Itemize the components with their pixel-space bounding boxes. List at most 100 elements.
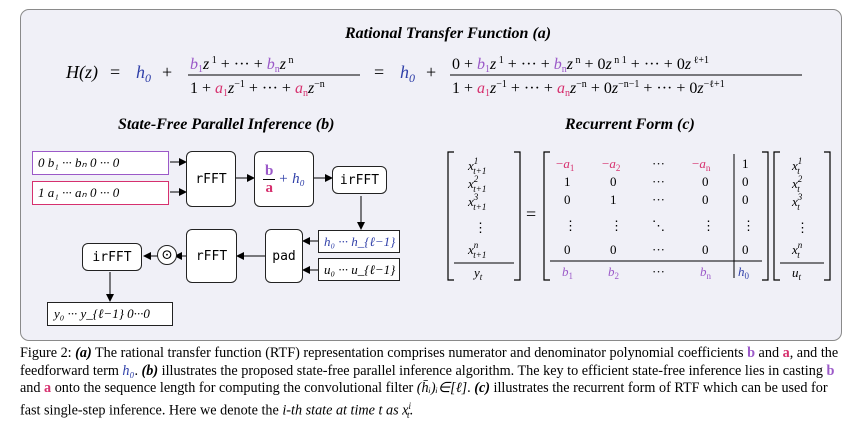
svg-text:0: 0 bbox=[702, 192, 709, 207]
svg-text:⋮: ⋮ bbox=[564, 218, 577, 233]
numerator-2: 0 + b1z 1 + ··· + bnz n + 0z n 1 + ··· +… bbox=[452, 55, 709, 75]
rfft-top-box: rFFT bbox=[186, 151, 236, 207]
svg-text:ut: ut bbox=[792, 265, 802, 282]
caption-end: . bbox=[409, 402, 414, 419]
rfft-bottom-box: rFFT bbox=[186, 229, 237, 283]
svg-text:1: 1 bbox=[742, 156, 749, 171]
svg-text:⋮: ⋮ bbox=[610, 218, 623, 233]
svg-text:x1t+1: x1t+1 bbox=[467, 156, 486, 176]
caption-part-c: illustrates the recurrent form of RTF wh… bbox=[20, 380, 828, 419]
svg-text:−a1: −a1 bbox=[556, 156, 574, 173]
svg-text:···: ··· bbox=[652, 242, 665, 257]
input-b-coefficients: 0 b₁ ··· bₙ 0 ··· 0 bbox=[32, 151, 169, 175]
svg-text:yt: yt bbox=[472, 265, 483, 282]
svg-text:h0: h0 bbox=[738, 264, 750, 281]
caption-label-c: (c) bbox=[474, 380, 490, 396]
input-sequence: u₀ ··· u_{ℓ−1} bbox=[318, 258, 400, 281]
irfft-top-label: irFFT bbox=[339, 172, 380, 188]
svg-text:⋮: ⋮ bbox=[702, 218, 715, 233]
caption-b-symbol-2: b bbox=[826, 362, 835, 379]
pad-label: pad bbox=[272, 248, 296, 264]
caption-part-b: illustrates the proposed state-free para… bbox=[161, 362, 823, 379]
h-of-z: H(z) bbox=[65, 62, 98, 83]
svg-text:x3t: x3t bbox=[791, 192, 803, 212]
svg-text:⋮: ⋮ bbox=[474, 220, 487, 235]
denominator-2: 1 + a1z−1 + ··· + anz−n + 0z−n−1 + ··· +… bbox=[452, 79, 725, 99]
svg-text:0: 0 bbox=[742, 192, 749, 207]
rfft-bottom-label: rFFT bbox=[195, 248, 228, 264]
svg-text:x3t+1: x3t+1 bbox=[467, 192, 486, 212]
output-text: y₀ ··· y_{ℓ−1} 0···0 bbox=[54, 306, 150, 321]
rtf-equation: H(z) = h0 + b1z 1 + ··· + bnz n 1 + a1z−… bbox=[65, 55, 802, 99]
svg-text:xnt: xnt bbox=[791, 240, 803, 260]
recurrent-equals: = bbox=[526, 204, 536, 224]
svg-text:−a2: −a2 bbox=[602, 156, 620, 173]
svg-text:···: ··· bbox=[652, 264, 665, 279]
pad-box: pad bbox=[265, 229, 303, 283]
rfft-top-label: rFFT bbox=[195, 171, 227, 187]
caption-figure-number: Figure 2: bbox=[20, 345, 72, 361]
caption-onto: onto the sequence length for computing t… bbox=[54, 380, 414, 396]
equals-sign-2: = bbox=[374, 62, 384, 82]
input-a-text: 1 a₁ ··· aₙ 0 ··· 0 bbox=[38, 185, 120, 200]
svg-text:x2t: x2t bbox=[791, 174, 803, 194]
svg-text:xnt+1: xnt+1 bbox=[467, 240, 486, 260]
figure-caption: Figure 2: (a) The rational transfer func… bbox=[20, 345, 839, 421]
odot-symbol: ⊙ bbox=[161, 247, 173, 263]
svg-text:···: ··· bbox=[652, 174, 665, 189]
flow-arrows bbox=[106, 158, 365, 302]
svg-text:0: 0 bbox=[610, 174, 617, 189]
u-seq-text: u₀ ··· u_{ℓ−1} bbox=[324, 262, 396, 277]
ratio-h0: + h₀ bbox=[278, 170, 305, 187]
ratio-fraction: b a bbox=[263, 162, 276, 196]
figure-panel bbox=[20, 9, 842, 341]
svg-text:0: 0 bbox=[742, 174, 749, 189]
irfft-bottom-box: irFFT bbox=[82, 243, 142, 271]
svg-text:0: 0 bbox=[702, 242, 709, 257]
plus-sign: + bbox=[162, 62, 172, 82]
output-sequence: y₀ ··· y_{ℓ−1} 0···0 bbox=[47, 302, 173, 326]
svg-text:0: 0 bbox=[610, 242, 617, 257]
ratio-numerator: b bbox=[265, 162, 274, 179]
svg-text:1: 1 bbox=[564, 174, 571, 189]
caption-filter: (h̄ᵢ)ᵢ∈[ℓ] bbox=[416, 380, 468, 396]
svg-text:0: 0 bbox=[742, 242, 749, 257]
h-seq-text: h₀ ··· h_{ℓ−1} bbox=[324, 234, 396, 249]
caption-feedforward: and the feedforward term bbox=[20, 345, 839, 379]
ratio-denominator: a bbox=[265, 179, 273, 196]
rtf-title: Rational Transfer Function (a) bbox=[345, 25, 552, 42]
svg-text:0: 0 bbox=[702, 174, 709, 189]
caption-state-notation: i-th state at time t as x bbox=[282, 402, 409, 419]
filter-sequence: h₀ ··· h_{ℓ−1} bbox=[318, 230, 400, 253]
caption-and-2: and bbox=[20, 380, 41, 396]
svg-text:−an: −an bbox=[692, 156, 711, 173]
caption-a-symbol: a bbox=[782, 345, 790, 361]
fraction-bar bbox=[263, 178, 276, 180]
svg-text:···: ··· bbox=[652, 192, 665, 207]
input-b-text: 0 b₁ ··· bₙ 0 ··· 0 bbox=[38, 155, 120, 170]
svg-text:x2t+1: x2t+1 bbox=[467, 174, 486, 194]
numerator-1: b1z 1 + ··· + bnz n bbox=[190, 55, 294, 75]
input-a-coefficients: 1 a₁ ··· aₙ 0 ··· 0 bbox=[32, 181, 169, 205]
irfft-bottom-label: irFFT bbox=[92, 249, 132, 265]
caption-h0: h₀ bbox=[122, 362, 135, 379]
parallel-inference-title: State-Free Parallel Inference (b) bbox=[118, 116, 335, 133]
svg-text:1: 1 bbox=[610, 192, 617, 207]
svg-text:0: 0 bbox=[564, 242, 571, 257]
svg-text:⋮: ⋮ bbox=[742, 218, 755, 233]
svg-text:⋱: ⋱ bbox=[652, 218, 665, 233]
caption-label-b: (b) bbox=[141, 362, 159, 379]
equals-sign: = bbox=[110, 62, 120, 82]
caption-a-symbol-2: a bbox=[44, 380, 52, 396]
svg-text:x1t: x1t bbox=[791, 156, 802, 176]
svg-text:···: ··· bbox=[652, 156, 665, 171]
svg-text:⋮: ⋮ bbox=[796, 220, 809, 235]
ratio-box: b a + h₀ bbox=[254, 151, 314, 207]
caption-part-a: The rational transfer function (RTF) rep… bbox=[95, 345, 744, 361]
caption-and-1: and bbox=[758, 345, 780, 361]
caption-label-a: (a) bbox=[75, 345, 92, 361]
